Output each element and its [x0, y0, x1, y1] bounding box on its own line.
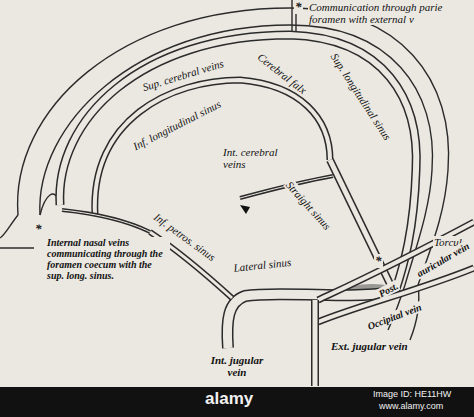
anatomy-label: Ext. jugular vein [330, 340, 409, 352]
watermark: Image ID: HE11HW [372, 390, 452, 400]
anatomy-label: Int. cerebral veins [222, 146, 296, 170]
vessel-wall [311, 300, 319, 386]
anatomy-label: Straight sinus [283, 178, 334, 233]
anatomy-label: Int. jugular vein [204, 354, 270, 378]
anatomy-label: Sup. longitudinal sinus [328, 50, 394, 143]
arrow-mark [240, 205, 250, 214]
watermark: www.alamy.com [378, 402, 444, 412]
vessel-wall [62, 210, 150, 232]
anatomy-label: * [34, 222, 43, 236]
vessel-lumen [62, 210, 150, 232]
anatomy-label: Internal nasal veins communicating throu… [46, 237, 170, 281]
watermark: alamy [204, 390, 254, 409]
outline-stroke [18, 8, 449, 285]
bottom-strip [0, 387, 474, 417]
vessel-lumen [318, 222, 474, 300]
anatomy-label: * [294, 0, 303, 14]
anatomy-label: Lateral sinus [232, 256, 293, 274]
vessel-wall [318, 222, 474, 300]
outline-stroke [0, 247, 34, 248]
vessel-lumen [313, 300, 318, 386]
anatomy-label: Communication through parie foramen with… [308, 1, 470, 25]
outline-stroke [0, 215, 18, 238]
anatomy-label: * [374, 254, 383, 268]
